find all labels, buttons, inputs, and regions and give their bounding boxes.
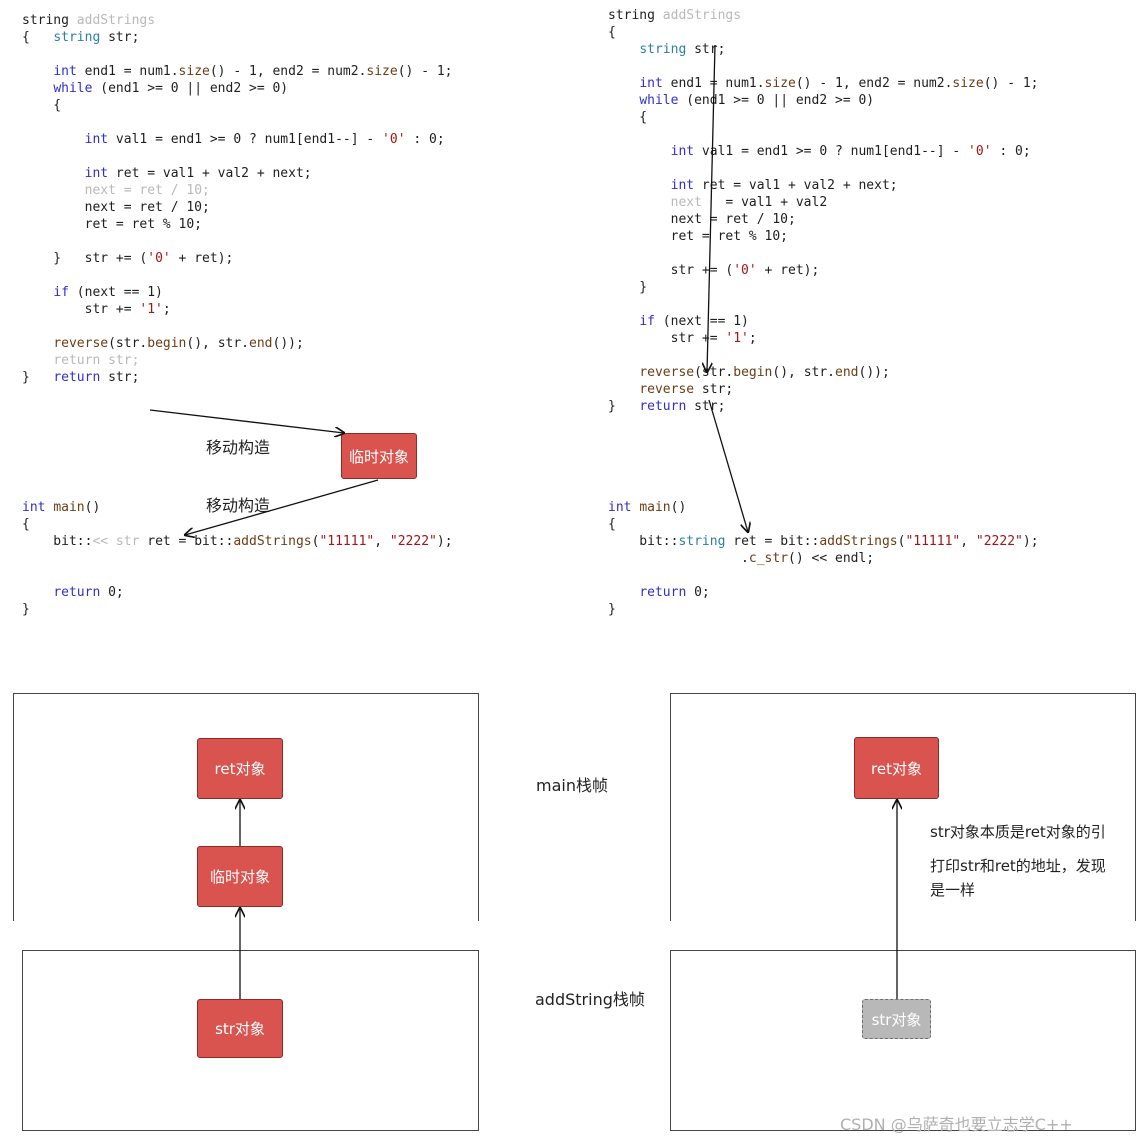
left-func-code: string addStrings { string str; int end1 … xyxy=(22,12,453,386)
code-line: next = ret / 10; xyxy=(22,200,210,215)
code-line: int ret = val1 + val2 + next; xyxy=(84,166,312,181)
right-ret-object-box: ret对象 xyxy=(854,737,939,799)
addstring-frame-label: addString栈帧 xyxy=(535,990,645,1009)
code-line: { string str; xyxy=(22,30,140,45)
move-construct-label-1: 移动构造 xyxy=(206,438,271,457)
right-note-line-1: str对象本质是ret对象的引 xyxy=(930,823,1106,841)
code-line: int val1 = end1 >= 0 ? num1[end1--] - '0… xyxy=(84,132,445,147)
code-line: int ret = val1 + val2 + next; xyxy=(670,178,898,193)
arrow-return-to-temp xyxy=(149,409,344,433)
code-line: int main() xyxy=(22,500,101,515)
code-line: { xyxy=(608,110,648,125)
arrow-right-str-down xyxy=(707,44,716,372)
move-construct-label-2: 移动构造 xyxy=(206,496,271,515)
code-line: } str += ('0' + ret); xyxy=(22,251,234,266)
code-line: .c_str() << endl; xyxy=(608,551,875,566)
code-line: str += '1'; xyxy=(22,302,171,317)
code-line: { xyxy=(22,517,30,532)
right-addstring-frame xyxy=(670,950,1136,1131)
code-line: return 0; xyxy=(639,585,710,600)
code-line: if (next == 1) xyxy=(53,285,163,300)
code-line: { xyxy=(608,517,616,532)
right-note-line-2: 打印str和ret的地址，发现 xyxy=(930,857,1106,875)
code-line: } xyxy=(608,602,616,617)
arrow-right-return-to-main xyxy=(708,399,748,532)
code-line: { xyxy=(22,98,62,113)
code-line: ret = ret % 10; xyxy=(608,229,789,244)
code-line-header: string addStrings xyxy=(22,13,156,28)
code-line: int main() xyxy=(608,500,687,515)
code-line: string str; xyxy=(639,42,726,57)
right-note-line-3: 是一样 xyxy=(930,881,976,899)
code-line: int end1 = num1.size() - 1, end2 = num2.… xyxy=(53,64,453,79)
left-addstring-frame xyxy=(22,950,479,1131)
right-main-code: int main(){ bit::string ret = bit::addSt… xyxy=(608,499,1039,618)
main-frame-label: main栈帧 xyxy=(536,776,608,795)
csdn-watermark: CSDN @乌萨奇也要立志学C++ xyxy=(840,1115,1073,1134)
code-line: str += '1'; xyxy=(608,331,757,346)
right-func-code: string addStrings{ string str; int end1 … xyxy=(608,7,1039,415)
code-line: bit::string ret = bit::addStrings("11111… xyxy=(608,534,1039,549)
code-line: while (end1 >= 0 || end2 >= 0) xyxy=(639,93,875,108)
code-line: } xyxy=(608,280,648,295)
left-ret-object-box: ret对象 xyxy=(197,738,283,799)
code-line: return str; xyxy=(53,353,140,368)
right-main-frame xyxy=(670,693,1136,921)
code-line: } xyxy=(22,602,30,617)
left-temp-object-box: 临时对象 xyxy=(197,846,283,907)
arrow-temp-to-ret xyxy=(185,479,379,535)
code-line: while (end1 >= 0 || end2 >= 0) xyxy=(53,81,289,96)
code-line: reverse(str.begin(), str.end()); xyxy=(53,336,304,351)
code-line: bit::<< str ret = bit::addStrings("11111… xyxy=(22,534,453,549)
left-str-object-box: str对象 xyxy=(197,999,283,1058)
code-line: if (next == 1) xyxy=(639,314,749,329)
left-main-frame xyxy=(13,693,479,921)
temp-object-box: 临时对象 xyxy=(341,433,417,479)
code-line: } return str; xyxy=(22,370,140,385)
code-line: reverse str; xyxy=(639,382,734,397)
code-line: reverse(str.begin(), str.end()); xyxy=(639,365,890,380)
code-line: return 0; xyxy=(53,585,124,600)
code-line: next = ret / 10; xyxy=(608,212,796,227)
code-line-header: string addStrings xyxy=(608,8,742,23)
left-main-code: int main(){ bit::<< str ret = bit::addSt… xyxy=(22,499,453,618)
code-line: next = ret / 10; xyxy=(84,183,210,198)
code-line: { xyxy=(608,25,616,40)
right-str-object-box: str对象 xyxy=(862,999,931,1039)
code-line: ret = ret % 10; xyxy=(22,217,203,232)
code-line: str += ('0' + ret); xyxy=(608,263,820,278)
code-line: next = val1 + val2 xyxy=(670,195,828,210)
code-line: int val1 = end1 >= 0 ? num1[end1--] - '0… xyxy=(670,144,1031,159)
code-line: } return str; xyxy=(608,399,726,414)
